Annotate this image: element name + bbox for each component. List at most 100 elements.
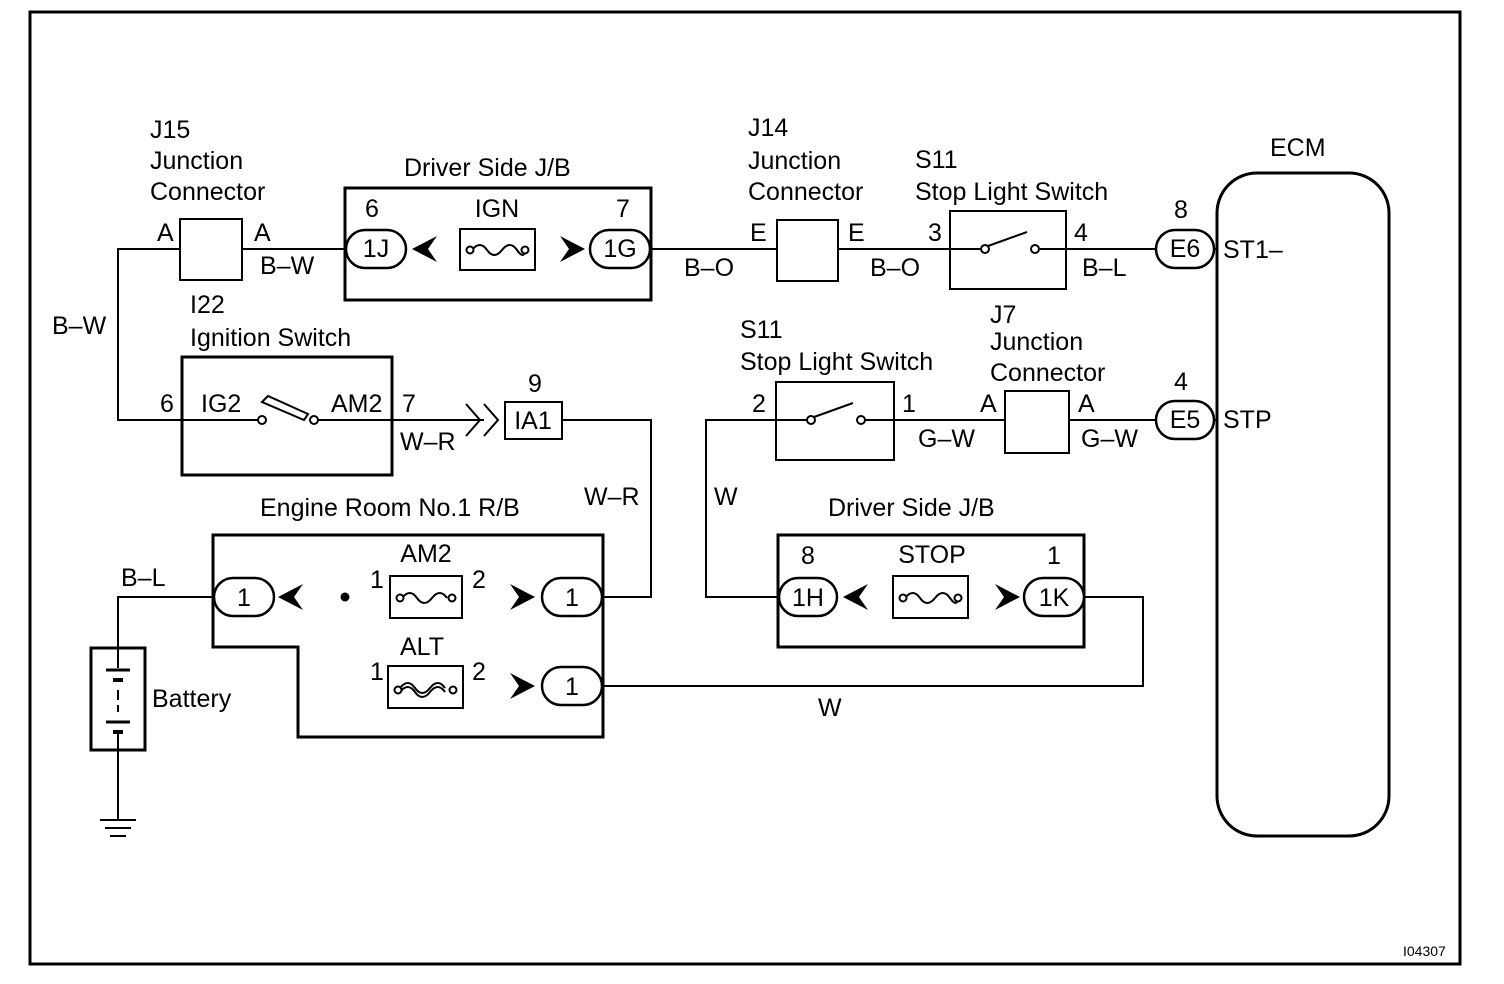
wire-label-bl-top: B–L [1082,254,1127,282]
ia1-terminal-chevron [465,403,482,437]
switch-contact [257,415,267,425]
j14-pin-out: E [848,219,865,247]
rb-junction-dot [340,592,350,602]
ia1-terminal-chevron [483,403,500,437]
wire-label-bw-left: B–W [52,312,107,340]
driver-side-jb-top: Driver Side J/B 6 7 1J IGN 1G [343,154,653,302]
fuse-terminal [393,685,403,695]
jb-top-terminal-right [560,236,585,262]
s11-top-pin-right: 4 [1074,219,1088,247]
wire-label-gw-1: G–W [918,425,975,453]
fuse-terminal [447,593,457,603]
jb-bot-pin-right: 1 [1047,542,1061,570]
wire-label-w-mid: W [714,483,738,511]
battery-assembly: Battery [89,646,232,837]
jb-bot-fuse-label: STOP [898,541,966,569]
wire-label-bo-1: B–O [684,254,734,282]
j15-line2: Connector [150,178,265,206]
rb-conn-out1-label: 1 [565,584,579,612]
j15-junction-connector: J15 Junction Connector A A [150,116,271,281]
i22-id: I22 [190,291,225,319]
j7-box [1004,390,1070,454]
ecm-conn-e5-label: E5 [1170,406,1201,434]
ecm-pin-bot-num: 4 [1174,368,1188,396]
ia1-pin: 9 [528,370,542,398]
jb-top-pin-left: 6 [365,195,379,223]
s11-stop-light-switch-top: S11 Stop Light Switch 3 4 [915,146,1108,290]
diagram-frame [28,10,1462,966]
switch-contact [980,244,990,254]
jb-bot-conn-1h-label: 1H [792,584,824,612]
i22-box [180,355,394,477]
i22-name: Ignition Switch [190,324,351,352]
rb-fuse1-pin-l: 1 [370,566,384,594]
j14-id: J14 [748,114,788,142]
rb-terminal-in [278,584,303,610]
wire-label-gw-2: G–W [1081,425,1138,453]
rb-fuse1-pin-r: 2 [472,566,486,594]
j7-junction-connector: J7 Junction Connector A A [980,301,1105,454]
fuse-terminal [395,593,405,603]
rb-box [211,533,605,739]
s11-bot-name: Stop Light Switch [740,348,933,376]
j14-pin-in: E [750,219,767,247]
ecm-title: ECM [1270,134,1326,162]
engine-room-rb: Engine Room No.1 R/B 1 AM2 1 2 1 ALT 1 2… [211,494,605,739]
s11-top-name: Stop Light Switch [915,178,1108,206]
jb-bot-title: Driver Side J/B [828,494,995,522]
j15-line1: Junction [150,147,243,175]
ecm-conn-e5 [1154,399,1216,441]
switch-contact [806,415,816,425]
jb-bot-terminal-right [995,584,1020,610]
fuse-terminal [898,593,908,603]
rb-conn-in [212,576,276,618]
jb-top-title: Driver Side J/B [404,154,571,182]
fusible-link-symbol [399,686,446,698]
ia1-connector: 9 IA1 [465,370,563,440]
j15-box [179,218,243,281]
j7-pin-out: A [1078,390,1095,418]
j15-pin-in: A [157,219,174,247]
wire-label-w-bottom: W [818,694,842,722]
fuse-terminal [465,245,475,255]
rb-fuse2-pin-r: 2 [472,658,486,686]
i22-ignition-switch: I22 Ignition Switch 6 IG2 AM2 7 [160,291,416,477]
i22-term-ig2: IG2 [201,390,241,418]
wire-bl-batt [117,596,213,648]
jb-top-terminal-left [412,236,437,262]
wire-w-mid [705,419,779,598]
ia1-label: IA1 [514,407,552,435]
jb-bot-conn-1k-label: 1K [1039,584,1070,612]
rb-conn-out2-label: 1 [565,673,579,701]
j14-line2: Connector [748,178,863,206]
switch-contact [1030,244,1040,254]
ignition-switch-lever [260,394,310,422]
jb-bot-pin-left: 8 [801,542,815,570]
jb-top-conn-1j-label: 1J [363,235,389,263]
wire-label-bo-2: B–O [870,254,920,282]
jb-bot-conn-1h [777,576,839,618]
ia1-box [504,401,563,440]
fuse-symbol [401,592,448,604]
switch-lever [987,231,1028,247]
fuse-symbol [471,244,526,256]
rb-fuse2-pin-l: 1 [370,658,384,686]
rb-terminal-out1 [510,584,535,610]
rb-terminal-out2 [510,673,535,699]
jb-top-pin-right: 7 [616,195,630,223]
j7-line2: Connector [990,359,1105,387]
i22-term-am2: AM2 [331,390,382,418]
j15-id: J15 [150,116,190,144]
wire-wr-2 [562,419,652,598]
fuse-symbol [904,592,959,604]
j15-pin-out: A [254,219,271,247]
j14-junction-connector: J14 Junction Connector E E [748,114,865,282]
wire-label-bl-batt: B–L [121,564,166,592]
wire-label-bw-top: B–W [260,252,315,280]
rb-title: Engine Room No.1 R/B [260,494,520,522]
wire-bw-left [117,248,182,421]
jb-top-conn-1j [344,228,408,270]
ecm-pin-top-num: 8 [1174,196,1188,224]
jb-top-conn-1g-label: 1G [603,235,636,263]
